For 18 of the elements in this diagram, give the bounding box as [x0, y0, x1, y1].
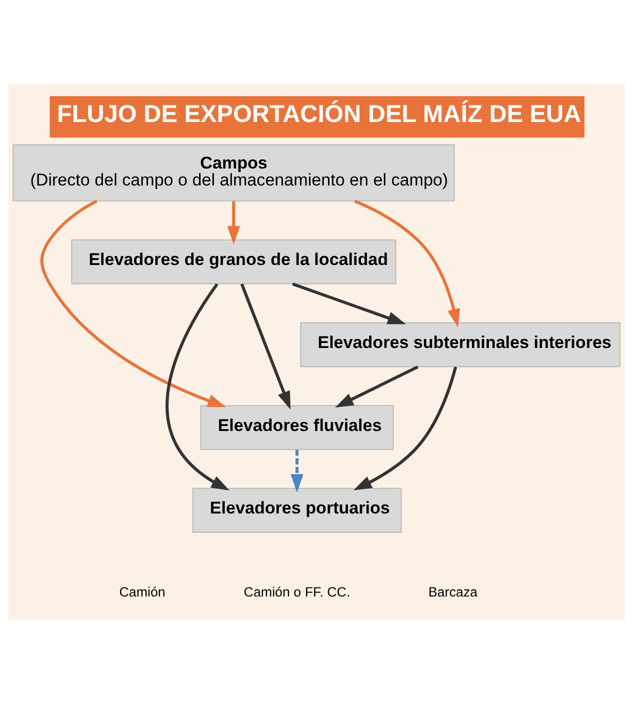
arrow	[353, 366, 458, 490]
node-box: Elevadores subterminales interiores	[300, 322, 620, 368]
node-box: Campos (Directo del campo o del almacenamiento en el campo)	[12, 144, 455, 202]
node-box: Elevadores de granos de la localidad	[71, 239, 396, 284]
arrow	[290, 450, 304, 492]
legend-label: Camión	[119, 584, 166, 600]
arrow	[40, 200, 226, 408]
diagram-title: FLUJO DE EXPORTACIÓN DEL MAÍZ DE EUA	[57, 100, 582, 128]
arrow	[292, 282, 406, 324]
arrow	[227, 201, 240, 244]
node-box: Elevadores portuarios	[192, 488, 402, 533]
node-box: Elevadores fluviales	[200, 405, 394, 450]
legend-label: Barcaza	[428, 584, 478, 600]
arrow	[240, 284, 291, 410]
arrow	[166, 283, 230, 490]
arrow	[335, 365, 418, 408]
arrow	[354, 200, 460, 328]
legend-label: Camión o FF. CC.	[244, 584, 350, 600]
